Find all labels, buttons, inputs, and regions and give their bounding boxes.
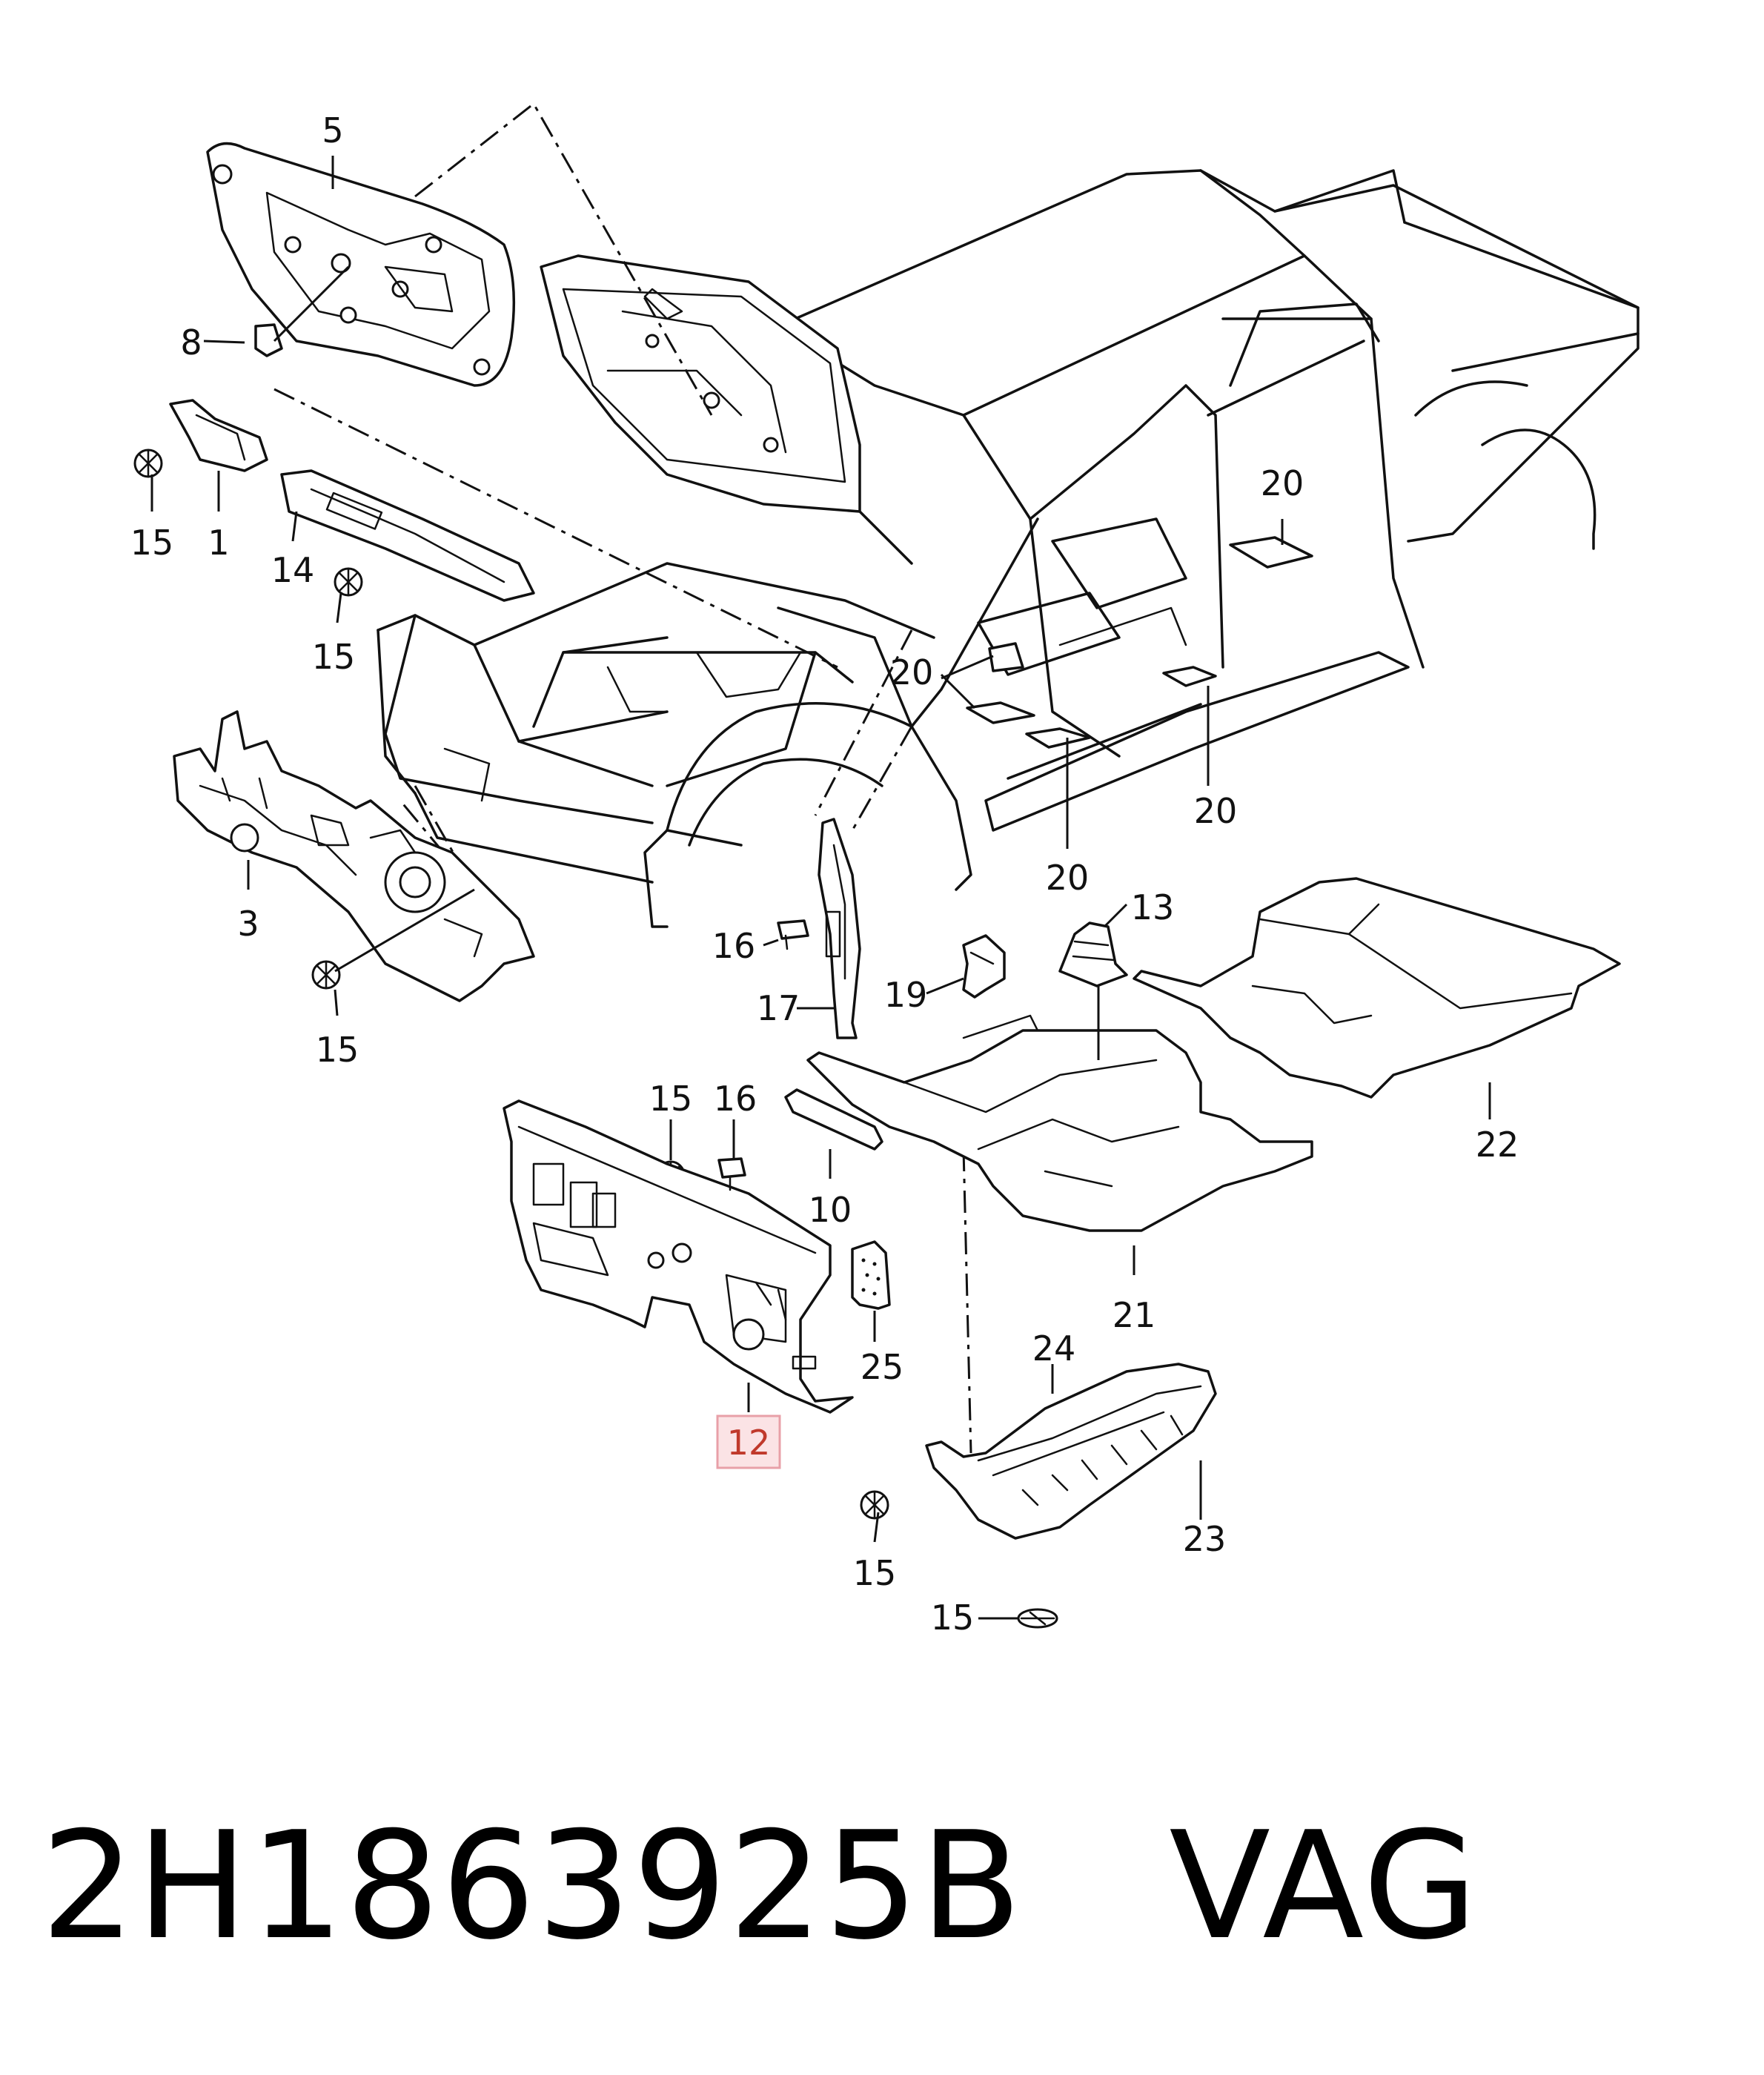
callout-5: 5: [322, 110, 343, 150]
part-1-bracket: [169, 399, 268, 472]
part-25-pad: [851, 1240, 891, 1310]
part-23-24-underbody: [925, 1363, 1217, 1540]
part-10-trim: [784, 1088, 883, 1151]
caption-spacer: [1024, 1800, 1170, 1973]
callout-16: 16: [712, 926, 756, 966]
callout-1: 1: [208, 523, 229, 563]
callout-labels: 5 8 15 1 14 15 3 15 20 20 20 20 13 16 17…: [130, 110, 1519, 1638]
callout-12: 12: [727, 1423, 771, 1463]
callout-10: 10: [809, 1190, 852, 1230]
part-3-firewall-insulator: [173, 710, 535, 1002]
reference-lines: [273, 102, 972, 1454]
callout-20: 20: [1194, 791, 1238, 831]
part-22-rear-carpet: [1133, 877, 1621, 1099]
callout-13: 13: [1131, 887, 1175, 927]
part-21-carpet: [806, 1014, 1313, 1232]
fastener-15: [133, 449, 1058, 1629]
callout-3: 3: [237, 904, 259, 944]
callout-20: 20: [1046, 858, 1090, 898]
callout-20: 20: [890, 652, 934, 692]
callout-15: 15: [931, 1598, 975, 1638]
part-17-pillar-trim: [818, 818, 861, 1039]
callout-15: 15: [130, 523, 174, 563]
part-19-cover: [962, 934, 1006, 999]
part-12-dash-insulator: [503, 1099, 854, 1414]
callout-19: 19: [884, 975, 928, 1015]
callout-23: 23: [1183, 1519, 1227, 1559]
part-14-seal: [280, 469, 535, 602]
callout-24: 24: [1032, 1328, 1076, 1369]
callout-16: 16: [714, 1079, 757, 1119]
callout-12-highlighted: 12: [716, 1414, 781, 1469]
callout-17: 17: [757, 988, 800, 1028]
part-13-boot: [1058, 921, 1128, 987]
callout-15: 15: [312, 637, 356, 677]
callout-20: 20: [1261, 463, 1304, 503]
callout-15: 15: [649, 1079, 693, 1119]
part-caption: 2H1863925B VAG: [41, 1813, 1479, 1961]
callout-8: 8: [180, 322, 202, 363]
callout-22: 22: [1476, 1125, 1519, 1165]
part-5-hood-insulator: [206, 142, 516, 387]
callout-15: 15: [316, 1030, 359, 1070]
callout-14: 14: [271, 550, 315, 590]
brand-name: VAG: [1169, 1800, 1479, 1973]
callout-25: 25: [861, 1347, 904, 1387]
part-number: 2H1863925B: [41, 1800, 1024, 1973]
part-8-clip: [254, 265, 350, 357]
vehicle-body: [377, 169, 1639, 928]
leader-lines: [150, 156, 1491, 1620]
part-20-pads: [966, 536, 1313, 749]
callout-15: 15: [853, 1553, 897, 1593]
callout-21: 21: [1113, 1295, 1156, 1335]
